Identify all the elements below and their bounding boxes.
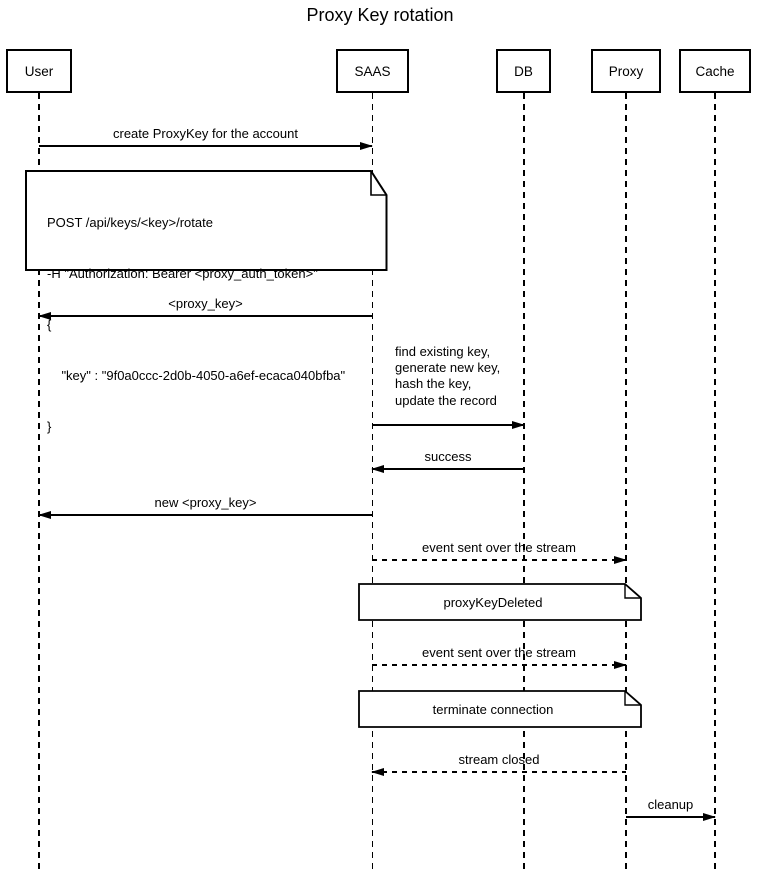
note-line: POST /api/keys/<key>/rotate [47,215,213,230]
message-line [39,145,372,147]
note-shape [358,690,642,728]
note-line: -H "Authorization: Bearer <proxy_auth_to… [47,266,318,281]
lifeline-db [523,93,525,869]
note-terminate-connection: terminate connection [358,690,642,728]
arrowhead-left-icon [371,465,384,473]
message-label-line: find existing key, [395,343,491,359]
message-label: cleanup [647,797,694,812]
message-line [372,559,626,561]
message-line [372,771,626,773]
message-label: create ProxyKey for the account [113,126,298,141]
lifeline-saas [371,93,374,869]
note-text: proxyKeyDeleted [443,594,543,610]
arrowhead-left-icon [38,511,51,519]
actor-box-proxy: Proxy [591,49,661,93]
message-line [372,468,524,470]
arrowhead-right-icon [512,421,525,429]
arrowhead-left-icon [371,768,384,776]
message-label-line: update the record [395,392,497,408]
arrowhead-right-icon [614,661,627,669]
message-label: event sent over the stream [422,645,576,660]
note-text: POST /api/keys/<key>/rotate -H "Authoriz… [47,180,345,469]
arrowhead-right-icon [614,556,627,564]
actor-box-cache: Cache [679,49,751,93]
message-label: stream closed [458,752,540,767]
actor-box-db: DB [496,49,551,93]
note-request-payload: POST /api/keys/<key>/rotate -H "Authoriz… [25,170,388,434]
actor-label-cache: Cache [695,63,735,79]
actor-label-db: DB [514,63,533,79]
message-line [39,315,372,317]
note-shape [358,583,642,621]
message-line [372,424,524,426]
note-proxykey-deleted: proxyKeyDeleted [358,583,642,621]
message-line [372,664,626,666]
message-label-line: hash the key, [395,376,472,392]
arrowhead-left-icon [38,312,51,320]
actor-label-user: User [24,63,54,79]
actor-label-saas: SAAS [354,63,391,79]
message-line [39,514,372,516]
message-label-line: generate new key, [395,360,501,376]
note-shape [25,170,388,271]
arrowhead-right-icon [703,813,716,821]
diagram-title: Proxy Key rotation [306,5,454,25]
lifeline-user [38,93,40,869]
arrowhead-right-icon [360,142,373,150]
note-line: "key" : "9f0a0ccc-2d0b-4050-a6ef-ecaca04… [47,368,346,383]
actor-label-proxy: Proxy [608,63,644,79]
message-line [626,816,715,818]
note-text: terminate connection [432,701,554,717]
note-line: } [47,419,52,434]
actor-box-user: User [6,49,72,93]
message-label: find existing key, generate new key, has… [395,344,500,409]
note-line: { [47,317,52,332]
lifeline-proxy [625,93,627,869]
lifeline-cache [714,93,716,869]
message-label: <proxy_key> [168,296,243,311]
message-label: event sent over the stream [422,540,576,555]
message-label: success [424,449,472,464]
message-label: new <proxy_key> [154,495,257,510]
actor-box-saas: SAAS [336,49,409,93]
